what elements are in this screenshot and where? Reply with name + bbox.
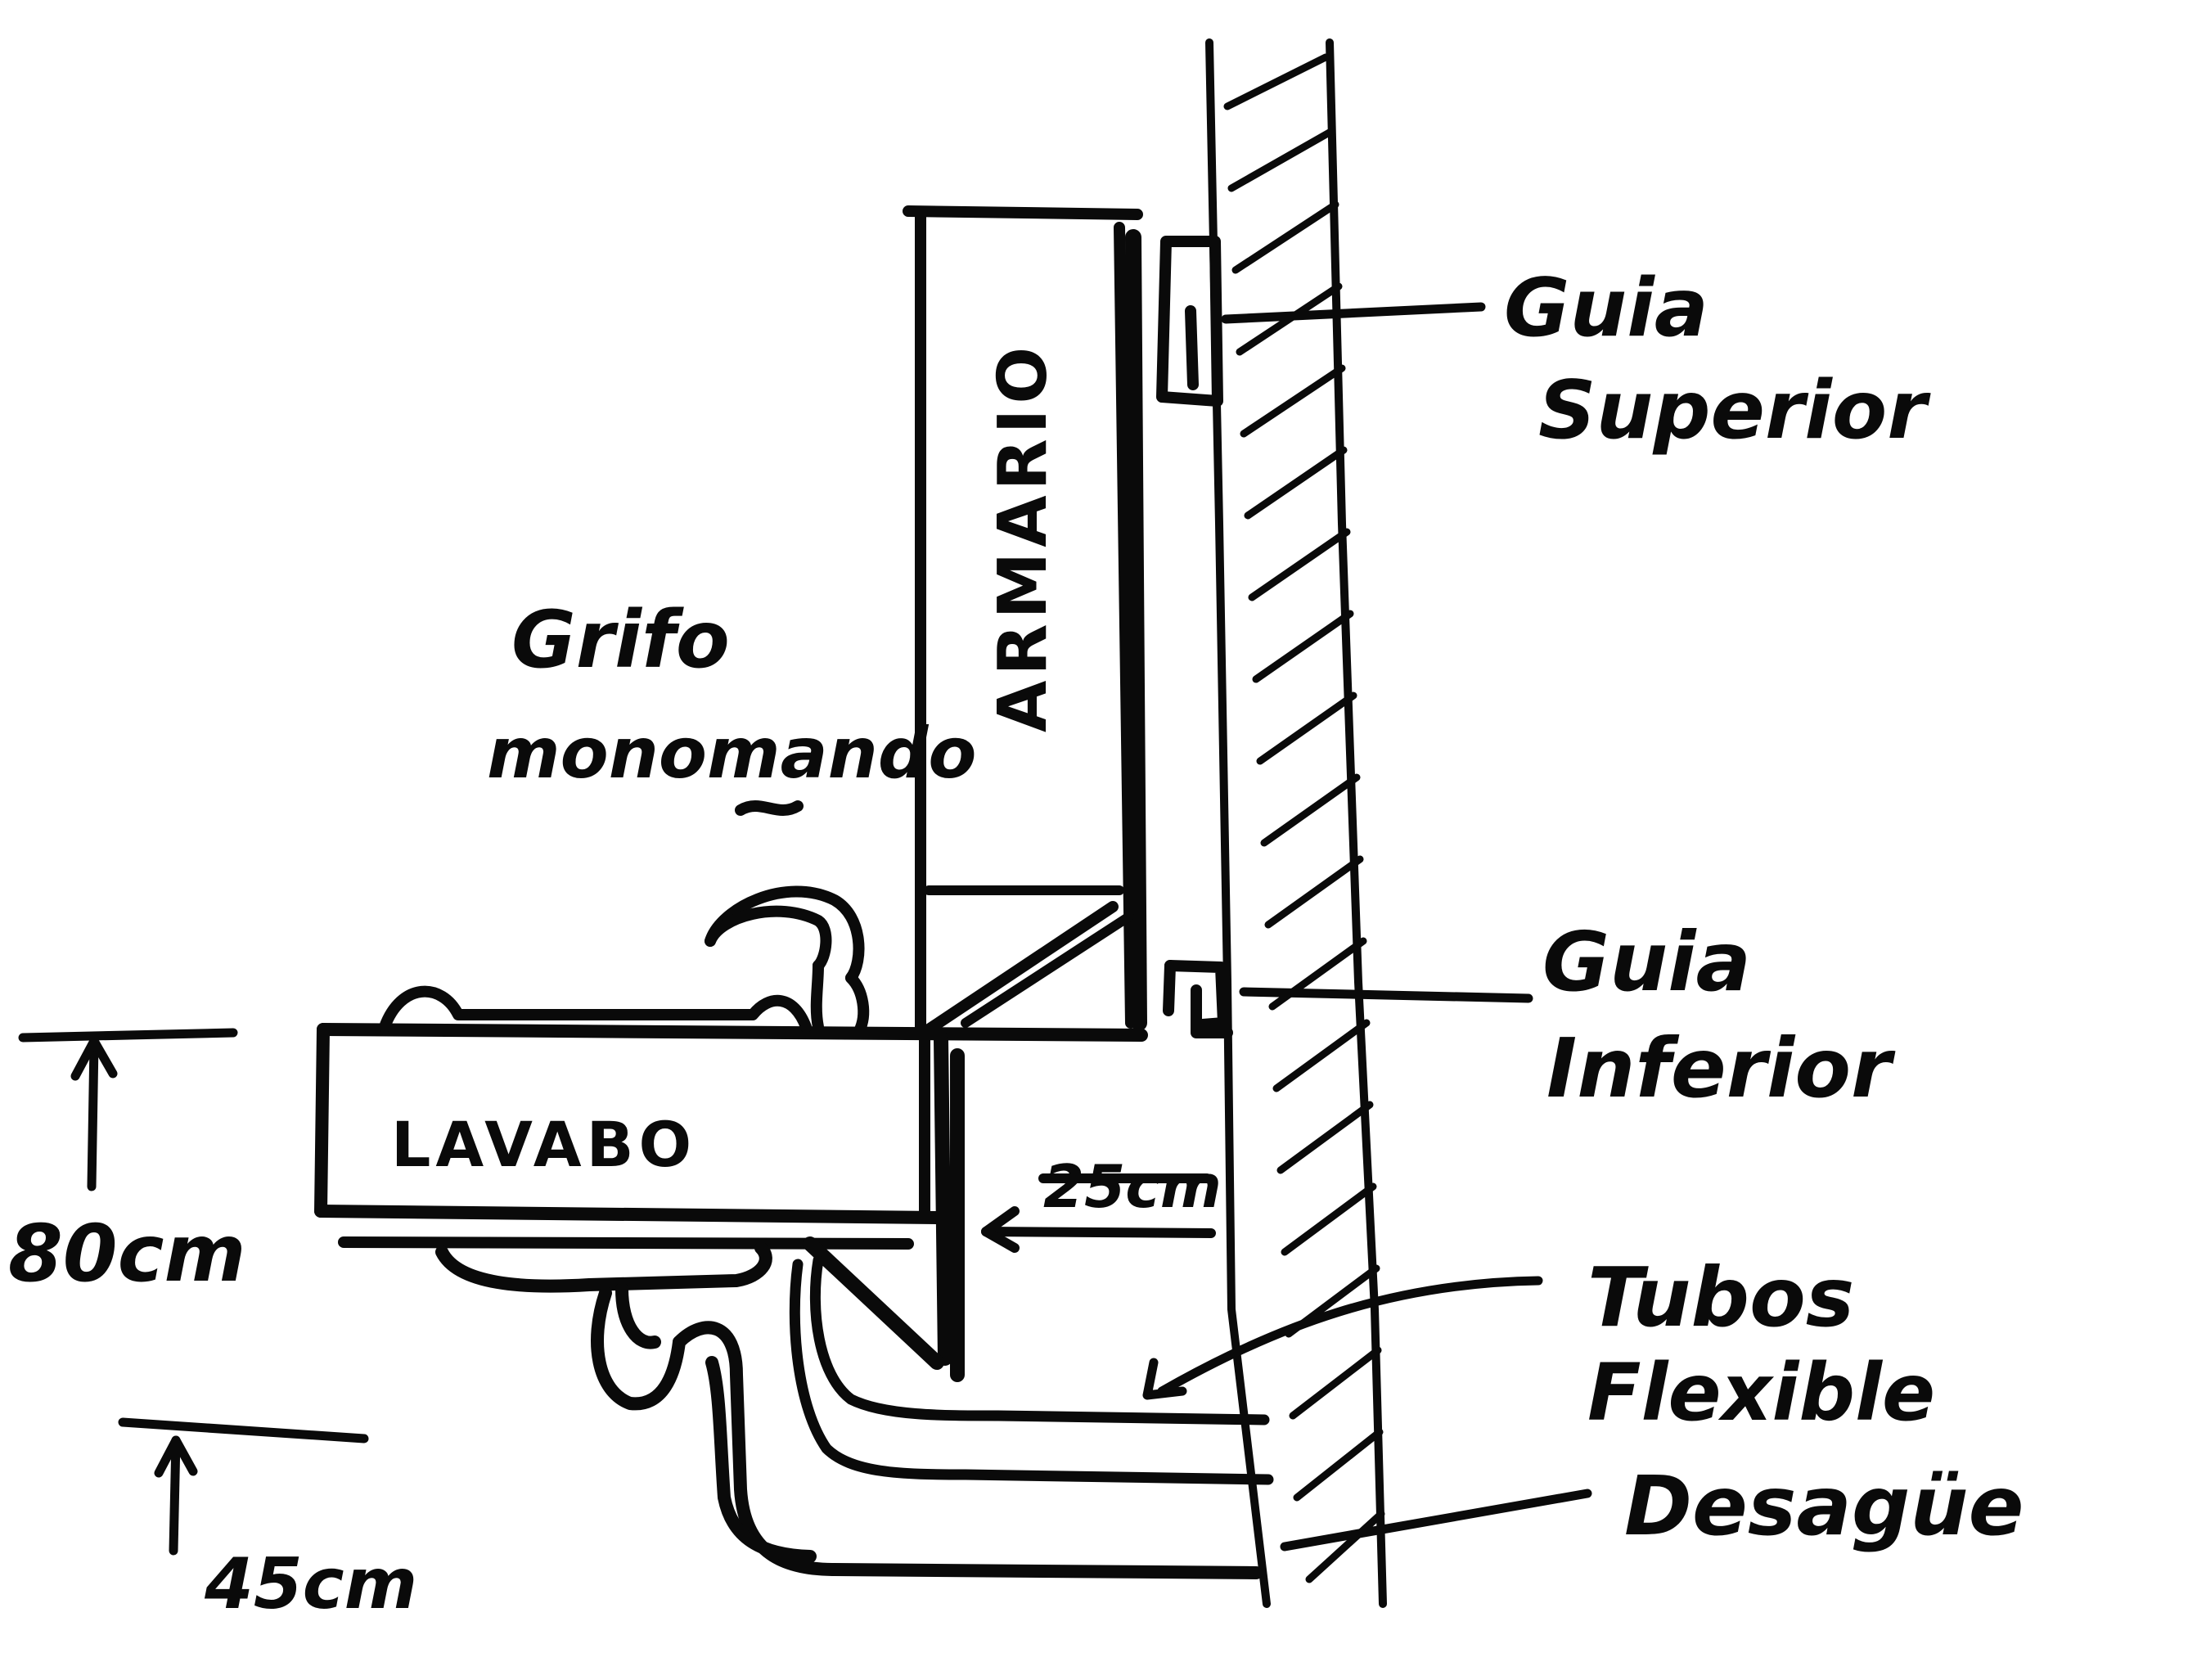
flexible-hoses — [789, 1254, 1274, 1485]
hoses-label-line2: Flexible — [1587, 1347, 1935, 1439]
dimension-80cm — [18, 1028, 238, 1191]
upper-guide-label-line1: Guia — [1504, 262, 1709, 355]
drain-trap-pipe — [435, 1241, 1263, 1579]
faucet — [705, 800, 870, 1037]
height-80cm-label: 80cm — [8, 1208, 246, 1299]
cabinet-label: ARMARIO — [984, 342, 1062, 732]
upper-guide-label-line2: Superior — [1538, 364, 1931, 457]
dimension-25cm — [981, 1173, 1216, 1253]
faucet-label-line2: monomando — [487, 713, 977, 795]
wall — [1205, 38, 1387, 1608]
wall-hatching — [1223, 53, 1385, 1583]
depth-25cm-label: 25cm — [1043, 1152, 1222, 1221]
upper-guide-bracket — [1156, 236, 1223, 407]
lower-guide-label-line2: Inferior — [1546, 1020, 1896, 1116]
dimension-45cm — [118, 1417, 369, 1556]
hoses-label-line1: Tubos — [1587, 1250, 1854, 1345]
cabinet — [903, 205, 1147, 1035]
drain-label: Desagüe — [1624, 1458, 2024, 1554]
faucet-label-line1: Grifo — [511, 594, 730, 686]
lower-guide-label-line1: Guia — [1542, 914, 1751, 1010]
basin-support-bracket — [803, 1032, 965, 1382]
height-45cm-label: 45cm — [204, 1543, 417, 1625]
basin-label: LAVABO — [391, 1108, 696, 1181]
lower-guide-bracket — [1163, 960, 1233, 1038]
leader-lines — [1142, 302, 1592, 1552]
